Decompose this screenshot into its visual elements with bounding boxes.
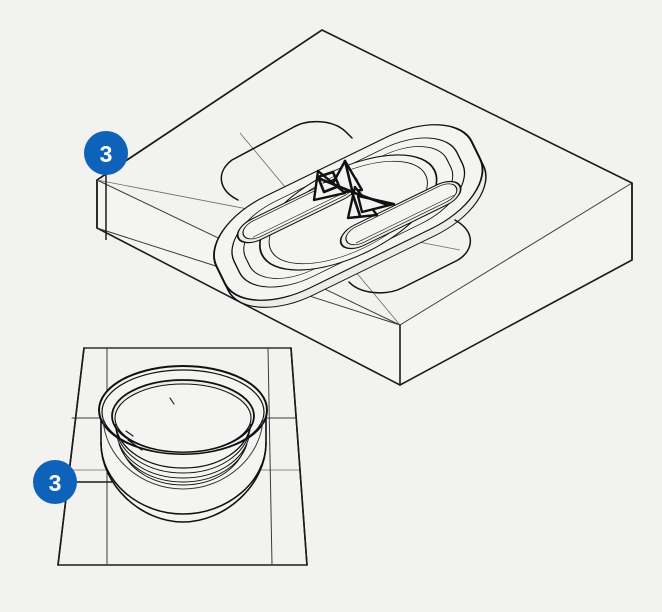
threaded-ring-part <box>98 365 268 523</box>
callout-badge-top[interactable]: 3 <box>84 131 128 175</box>
internal-threads <box>114 397 252 486</box>
callout-badge-top-label: 3 <box>100 141 113 167</box>
tri-prong-emblem <box>312 159 396 220</box>
buckle-lower-slot <box>339 180 462 250</box>
callout-badge-bottom-label: 3 <box>49 470 62 496</box>
buckle-outline-overlay <box>220 120 472 294</box>
callout-badge-top-circle[interactable] <box>84 131 128 175</box>
callout-badge-bottom[interactable]: 3 <box>33 460 77 504</box>
callout-badge-bottom-circle[interactable] <box>33 460 77 504</box>
